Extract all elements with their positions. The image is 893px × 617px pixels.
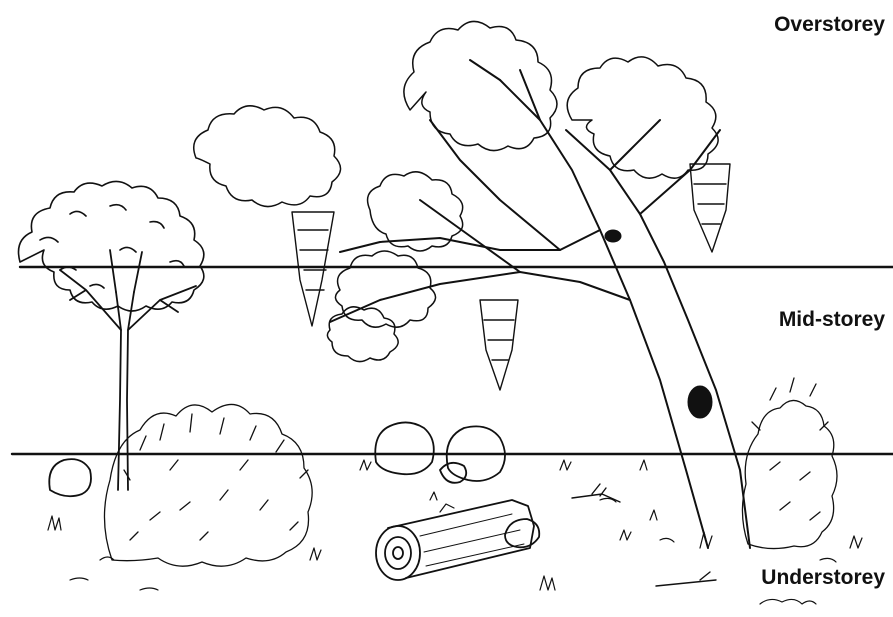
hanging-foliage-icon [292,164,730,390]
left-tree-canopy-icon [19,181,204,311]
understorey-label: Understorey [761,567,885,588]
leaning-tree-canopy-icon [194,21,718,361]
leaning-tree [194,21,750,548]
trunk-hollow-icon [605,230,712,418]
layer-boundaries [12,267,893,454]
overstorey-label: Overstorey [774,14,885,35]
left-tree [19,181,204,490]
grass-icon [48,460,862,604]
log-icon [376,500,534,580]
leaning-tree-trunk [330,60,750,548]
midstorey-label: Mid-storey [779,309,885,330]
shrub-icon [104,378,837,566]
